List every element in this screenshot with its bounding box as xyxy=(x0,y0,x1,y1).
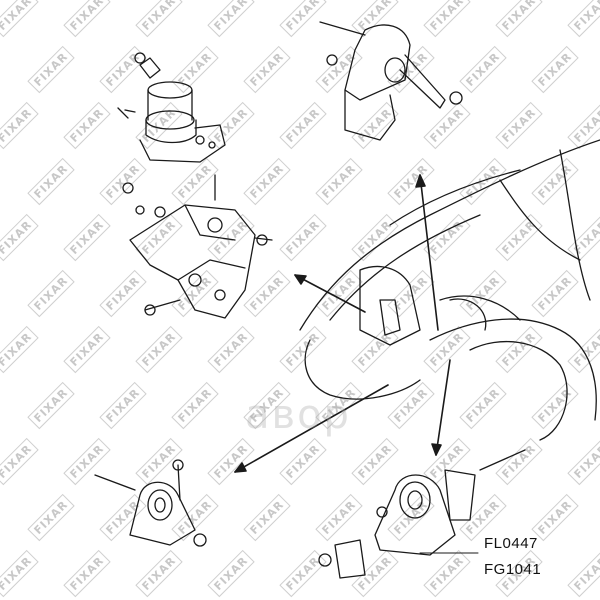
lower-right-engine-mount xyxy=(318,449,526,579)
transmission-bracket xyxy=(122,174,273,319)
part-code-secondary: FG1041 xyxy=(484,561,542,578)
lower-left-engine-mount xyxy=(94,459,207,547)
upper-left-engine-mount xyxy=(117,52,226,163)
brand-watermark: авор xyxy=(245,392,351,438)
upper-right-torque-rod xyxy=(319,21,463,141)
car-front-outline xyxy=(299,139,600,441)
part-code-primary: FL0447 xyxy=(484,535,538,552)
pointer-arrows xyxy=(234,174,451,473)
